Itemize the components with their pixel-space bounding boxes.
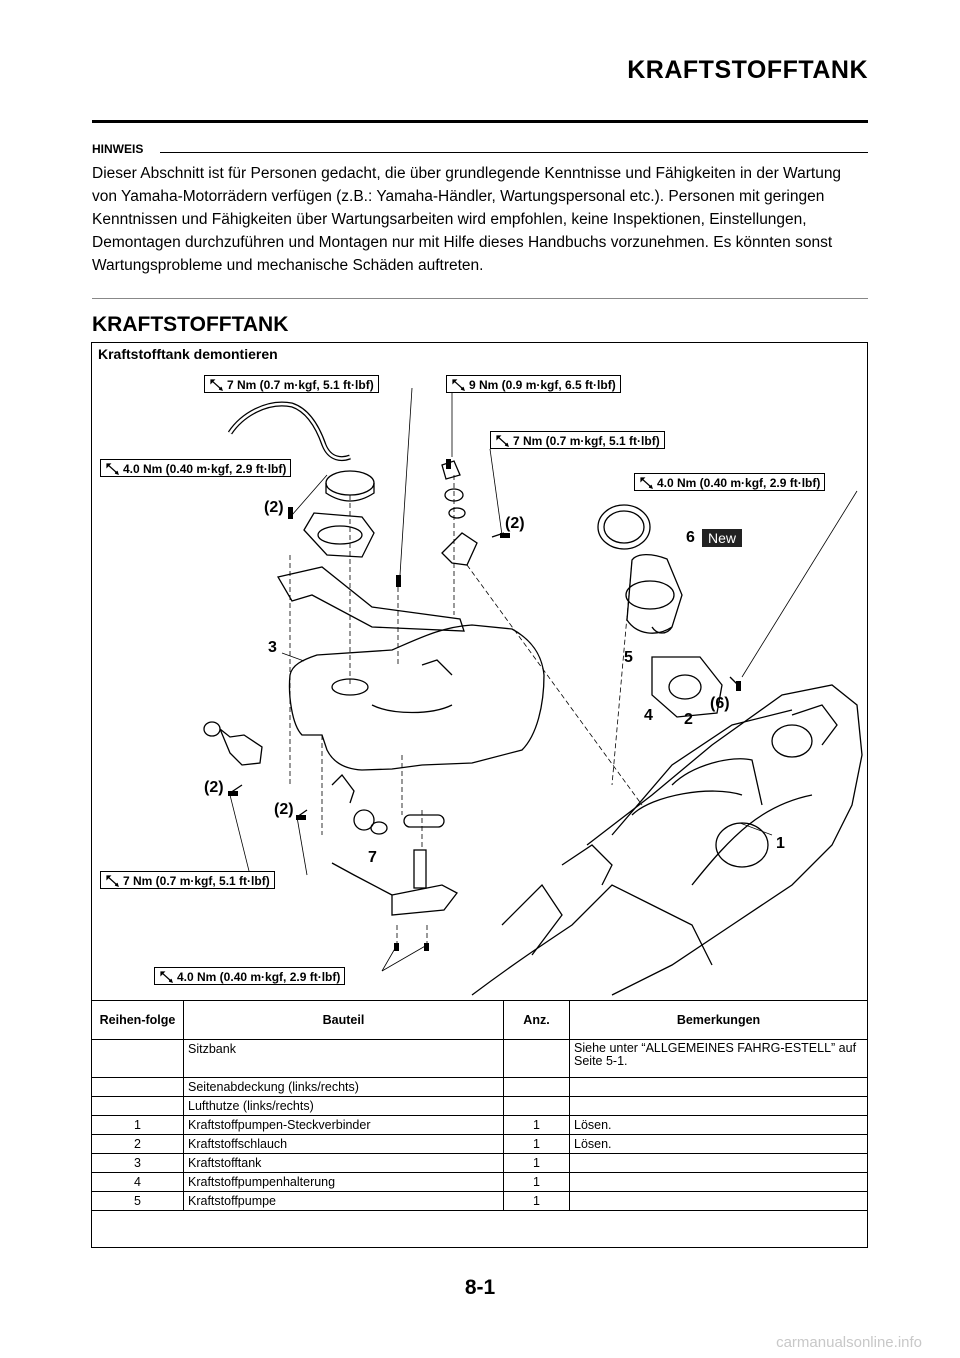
header-rule xyxy=(92,120,868,123)
callout-6: 6 xyxy=(686,529,695,546)
callout-1: 1 xyxy=(776,835,785,852)
cell-remarks xyxy=(569,1191,868,1211)
table-row: Seitenabdeckung (links/rechts) xyxy=(91,1077,868,1097)
torque-label-4: 4.0 Nm (0.40 m·kgf, 2.9 ft·lbf) xyxy=(100,459,292,477)
torque-value-6: 7 Nm (0.7 m·kgf, 5.1 ft·lbf) xyxy=(123,874,270,888)
torque-label-5: 4.0 Nm (0.40 m·kgf, 2.9 ft·lbf) xyxy=(634,473,826,491)
cell-order xyxy=(91,1039,184,1078)
torque-wrench-icon xyxy=(452,379,465,391)
torque-wrench-icon xyxy=(496,435,509,447)
callout-2: 2 xyxy=(684,711,693,728)
note-label: HINWEIS xyxy=(92,142,144,156)
cell-remarks xyxy=(569,1077,868,1097)
torque-wrench-icon xyxy=(210,379,223,391)
table-row: 1 Kraftstoffpumpen-Steckverbinder 1 Löse… xyxy=(91,1115,868,1135)
cell-remarks: Lösen. xyxy=(569,1115,868,1135)
parts-table: Reihen-folge Bauteil Anz. Bemerkungen Si… xyxy=(91,1000,868,1211)
callout-3: 3 xyxy=(268,639,277,656)
torque-wrench-icon xyxy=(160,971,173,983)
cell-part: Lufthutze (links/rechts) xyxy=(183,1096,504,1116)
exploded-diagram-illustration xyxy=(203,387,863,996)
callout-5: 5 xyxy=(624,649,633,666)
exploded-diagram: 7 Nm (0.7 m·kgf, 5.1 ft·lbf) 9 Nm (0.9 m… xyxy=(92,365,867,999)
cell-qty xyxy=(503,1039,570,1078)
note-end-rule xyxy=(92,298,868,299)
torque-value-3: 7 Nm (0.7 m·kgf, 5.1 ft·lbf) xyxy=(513,434,660,448)
torque-wrench-icon xyxy=(640,477,653,489)
column-header-remarks: Bemerkungen xyxy=(569,1000,868,1040)
cell-part: Sitzbank xyxy=(183,1039,504,1078)
page-number: 8-1 xyxy=(464,1276,496,1299)
torque-wrench-icon xyxy=(106,875,119,887)
table-row: 5 Kraftstoffpumpe 1 xyxy=(91,1191,868,1211)
cell-qty: 1 xyxy=(503,1134,570,1154)
torque-value-1: 7 Nm (0.7 m·kgf, 5.1 ft·lbf) xyxy=(227,378,374,392)
cell-order: 4 xyxy=(91,1172,184,1192)
callout-qty-2-top: (2) xyxy=(264,499,284,516)
cell-remarks: Lösen. xyxy=(569,1134,868,1154)
column-header-part: Bauteil xyxy=(183,1000,504,1040)
note-rule xyxy=(160,152,868,153)
cell-remarks xyxy=(569,1172,868,1192)
torque-wrench-icon xyxy=(106,463,119,475)
table-row: 3 Kraftstofftank 1 xyxy=(91,1153,868,1173)
callout-qty-2-lower: (2) xyxy=(274,801,294,818)
cell-remarks xyxy=(569,1153,868,1173)
cell-qty: 1 xyxy=(503,1115,570,1135)
table-row: 4 Kraftstoffpumpenhalterung 1 xyxy=(91,1172,868,1192)
column-header-order: Reihen-folge xyxy=(91,1000,184,1040)
torque-value-2: 9 Nm (0.9 m·kgf, 6.5 ft·lbf) xyxy=(469,378,616,392)
cell-part: Kraftstofftank xyxy=(183,1153,504,1173)
cell-qty: 1 xyxy=(503,1191,570,1211)
cell-order: 3 xyxy=(91,1153,184,1173)
torque-value-4: 4.0 Nm (0.40 m·kgf, 2.9 ft·lbf) xyxy=(123,462,287,476)
callout-4: 4 xyxy=(644,707,653,724)
site-watermark: carmanualsonline.info xyxy=(776,1334,922,1351)
cell-remarks xyxy=(569,1096,868,1116)
cell-remarks: Siehe unter “ALLGEMEINES FAHRG-ESTELL” a… xyxy=(569,1039,868,1078)
note-text: Dieser Abschnitt ist für Personen gedach… xyxy=(92,165,842,274)
cell-qty: 1 xyxy=(503,1172,570,1192)
cell-order: 5 xyxy=(91,1191,184,1211)
torque-label-2: 9 Nm (0.9 m·kgf, 6.5 ft·lbf) xyxy=(446,375,621,393)
torque-label-6: 7 Nm (0.7 m·kgf, 5.1 ft·lbf) xyxy=(100,871,275,889)
cell-part: Seitenabdeckung (links/rechts) xyxy=(183,1077,504,1097)
column-header-qty: Anz. xyxy=(503,1000,570,1040)
cell-order: 2 xyxy=(91,1134,184,1154)
callout-7: 7 xyxy=(368,849,377,866)
callout-qty-2-bracket: (2) xyxy=(505,515,525,532)
torque-label-7: 4.0 Nm (0.40 m·kgf, 2.9 ft·lbf) xyxy=(154,967,346,985)
cell-part: Kraftstoffschlauch xyxy=(183,1134,504,1154)
section-title: KRAFTSTOFFTANK xyxy=(92,313,289,336)
cell-qty xyxy=(503,1077,570,1097)
torque-label-3: 7 Nm (0.7 m·kgf, 5.1 ft·lbf) xyxy=(490,431,665,449)
cell-order xyxy=(91,1096,184,1116)
cell-order: 1 xyxy=(91,1115,184,1135)
table-row: Sitzbank Siehe unter “ALLGEMEINES FAHRG-… xyxy=(91,1039,868,1078)
cell-qty: 1 xyxy=(503,1153,570,1173)
diagram-title: Kraftstofftank demontieren xyxy=(98,346,278,362)
new-part-badge: New xyxy=(702,529,743,547)
page-header-title: KRAFTSTOFFTANK xyxy=(627,56,868,84)
cell-part: Kraftstoffpumpenhalterung xyxy=(183,1172,504,1192)
cell-order xyxy=(91,1077,184,1097)
table-row: 2 Kraftstoffschlauch 1 Lösen. xyxy=(91,1134,868,1154)
callout-qty-2-left: (2) xyxy=(204,779,224,796)
torque-value-5: 4.0 Nm (0.40 m·kgf, 2.9 ft·lbf) xyxy=(657,476,821,490)
torque-label-1: 7 Nm (0.7 m·kgf, 5.1 ft·lbf) xyxy=(204,375,379,393)
table-row: Lufthutze (links/rechts) xyxy=(91,1096,868,1116)
table-header-row: Reihen-folge Bauteil Anz. Bemerkungen xyxy=(91,1000,868,1040)
cell-qty xyxy=(503,1096,570,1116)
cell-part: Kraftstoffpumpen-Steckverbinder xyxy=(183,1115,504,1135)
diagram-frame xyxy=(91,342,868,1248)
torque-value-7: 4.0 Nm (0.40 m·kgf, 2.9 ft·lbf) xyxy=(177,970,341,984)
callout-qty-6: (6) xyxy=(710,695,730,712)
cell-part: Kraftstoffpumpe xyxy=(183,1191,504,1211)
